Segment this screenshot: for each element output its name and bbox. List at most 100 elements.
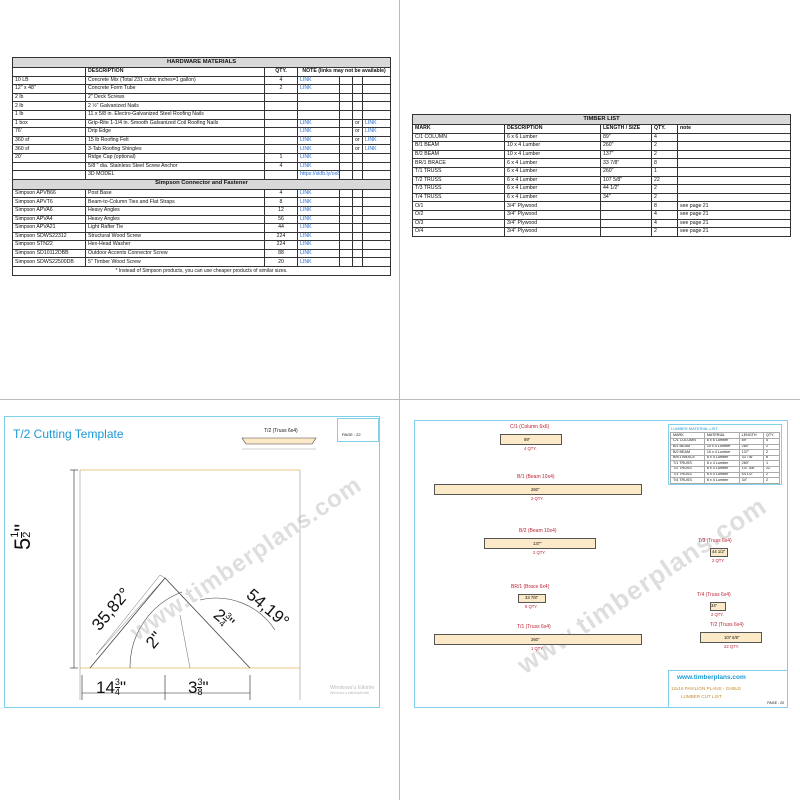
timber-length: 44 1/2": [600, 184, 652, 194]
hw-link[interactable]: https://skfb.ly/ox87n: [297, 170, 340, 180]
hardware-footnote: * Instead of Simpson products, you can u…: [11, 266, 392, 277]
timber-length: 33 7/8": [600, 158, 652, 168]
simpson-link[interactable]: LINK: [297, 205, 340, 216]
hw-description: Concrete Form Tube: [85, 84, 265, 94]
simpson-sku: Simpson SDWS22312: [12, 231, 86, 242]
timber-col-qty: QTY.: [651, 124, 678, 134]
hw-link[interactable]: LINK: [297, 135, 340, 146]
os-watermark-line1: Windows'u Etkinle: [330, 685, 375, 691]
hw-sku: 76': [12, 127, 86, 137]
hw-link[interactable]: LINK: [297, 152, 340, 163]
timber-mark: T/4 TRUSS: [412, 192, 505, 203]
timber-col-mark: MARK: [412, 124, 505, 134]
hw-link-alt[interactable]: [361, 101, 392, 111]
hw-link[interactable]: LINK: [297, 127, 340, 137]
mini-cell: 89": [738, 438, 764, 445]
simpson-link[interactable]: LINK: [297, 231, 340, 242]
page-divider-horizontal: [0, 399, 800, 400]
hw-link[interactable]: [297, 109, 340, 120]
simpson-link[interactable]: LINK: [297, 223, 340, 233]
hw-description: Drip Edge: [85, 127, 265, 137]
piece-quantity: 8 QTY.: [525, 604, 538, 609]
lumber-piece: [434, 484, 642, 495]
mini-col-length: LENGTH: [738, 432, 764, 439]
timber-mark: C/1 COLUMN: [412, 132, 505, 143]
timber-title: TIMBER LIST: [411, 114, 792, 125]
hw-link[interactable]: LINK: [297, 144, 340, 154]
timber-note: [676, 132, 792, 143]
hw-link-alt[interactable]: [361, 161, 392, 172]
page-divider-vertical: [399, 0, 400, 800]
hw-link-alt[interactable]: [361, 84, 392, 94]
os-activation-watermark: Windows'u Etkinle Windows'u etkinleştirm…: [330, 685, 374, 695]
hw-or: or: [352, 127, 363, 137]
hw-sku: [12, 161, 86, 172]
hw-link[interactable]: [297, 92, 340, 103]
hw-link-alt[interactable]: LINK: [361, 118, 392, 129]
hw-link[interactable]: LINK: [297, 161, 340, 172]
mini-cell: 44 1/2": [738, 471, 764, 479]
timber-length: 107 5/8": [600, 175, 652, 186]
hw-link-alt[interactable]: [361, 109, 392, 120]
simpson-link[interactable]: LINK: [297, 240, 340, 250]
timber-length: 137": [600, 149, 652, 160]
piece-quantity: 2 QTY.: [531, 496, 544, 501]
piece-quantity: 4 QTY.: [524, 446, 537, 451]
simpson-qty: 56: [264, 214, 298, 225]
timber-description: 6 x 4 Lumber: [504, 192, 601, 203]
mini-cell: 4: [762, 438, 781, 445]
hw-or: [352, 92, 363, 103]
hw-link-alt[interactable]: [361, 170, 392, 180]
hw-link-alt[interactable]: LINK: [361, 144, 392, 154]
hw-link-alt[interactable]: LINK: [361, 127, 392, 137]
timber-qty: 22: [651, 175, 678, 186]
hw-col-qty: QTY.: [264, 67, 298, 77]
dim-14-whole: 14: [96, 678, 115, 697]
simpson-qty: 8: [264, 197, 298, 207]
timber-qty: 4: [651, 218, 678, 229]
hw-link-alt[interactable]: [361, 75, 392, 86]
simpson-link[interactable]: LINK: [297, 197, 340, 207]
hw-link[interactable]: [297, 101, 340, 111]
hw-col-note: NOTE (links may not be available): [296, 67, 392, 77]
piece-label: T/2 (Truss 6x4): [710, 622, 744, 628]
simpson-description: Heavy Angles: [85, 205, 265, 216]
hw-or: [352, 101, 363, 111]
hw-link-alt[interactable]: [361, 152, 392, 163]
timber-length: [600, 227, 652, 237]
simpson-sku: Simpson SD10112DBB: [12, 248, 86, 259]
simpson-qty: 4: [264, 188, 298, 199]
simpson-description: Outdoor Accents Connector Screw: [85, 248, 265, 259]
piece-dimension: 89": [524, 437, 531, 442]
simpson-qty: 12: [264, 205, 298, 216]
simpson-sku: Simpson APVB66: [12, 188, 86, 199]
hw-link[interactable]: LINK: [297, 118, 340, 129]
hw-link-alt[interactable]: LINK: [361, 135, 392, 146]
hardware-title: HARDWARE MATERIALS: [11, 57, 392, 68]
hw-link[interactable]: LINK: [297, 84, 340, 94]
hw-description: 5/8 " dia. Stainless Steel Screw Anchor: [85, 161, 265, 172]
simpson-link[interactable]: LINK: [297, 257, 340, 268]
simpson-description: Post Base: [85, 188, 265, 199]
simpson-link[interactable]: LINK: [297, 188, 340, 199]
timber-qty: 1: [651, 166, 678, 177]
timber-description: 10 x 4 Lumber: [504, 149, 601, 160]
timber-description: 6 x 4 Lumber: [504, 158, 601, 168]
simpson-link[interactable]: LINK: [297, 214, 340, 225]
hw-link-alt[interactable]: [361, 92, 392, 103]
timber-description: 3/4" Plywood: [504, 218, 601, 229]
hw-link[interactable]: LINK: [297, 75, 340, 86]
mini-cell: 2: [762, 449, 781, 456]
simpson-link[interactable]: LINK: [297, 248, 340, 259]
timber-qty: 2: [651, 192, 678, 203]
hw-sku: 10 LB: [12, 75, 86, 86]
mini-cell: 137": [738, 449, 764, 456]
